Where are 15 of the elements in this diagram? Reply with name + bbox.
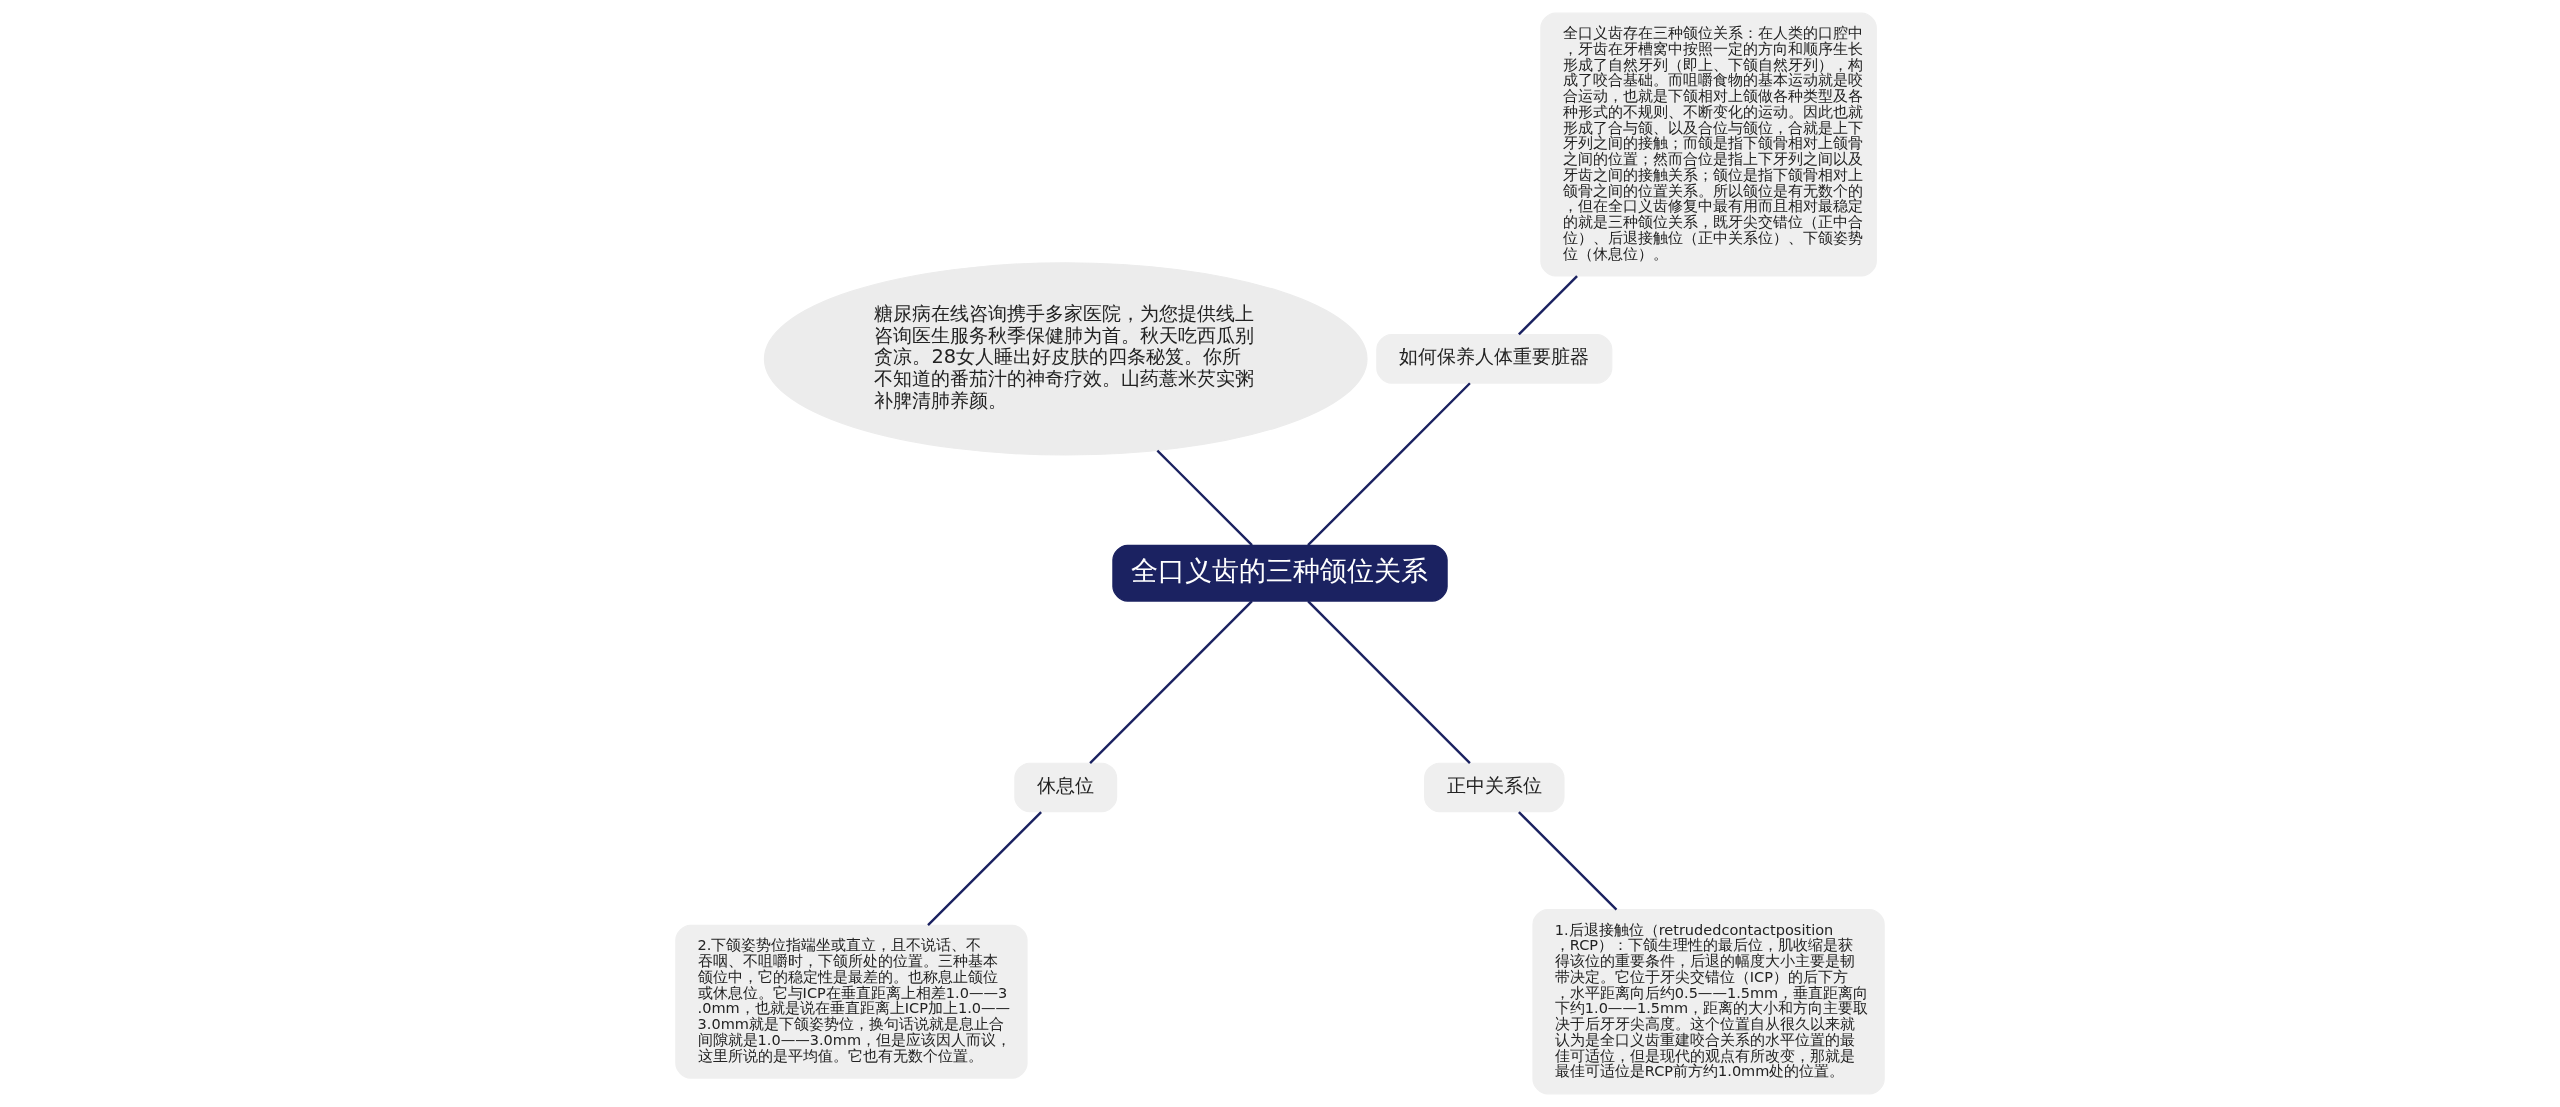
connector — [1089, 600, 1253, 764]
connector — [1156, 449, 1253, 546]
connector — [1307, 382, 1471, 546]
node-box: 休息位 — [1014, 762, 1118, 813]
connector — [1518, 811, 1618, 911]
connector — [927, 811, 1042, 926]
node-box: 全口义齿的三种颌位关系 — [1112, 544, 1448, 602]
node-box: 如何保养人体重要脏器 — [1376, 334, 1613, 384]
node-box: 1.后退接触位（retrudedcontactposition，RCP）：下颌生理性的最后位，肌收缩是获得该位的重要条件，后退的幅度大小主要是韧带决定。它位于牙尖交错位（ICP）的后下方，水平距离向后约0.5——1.5mm，垂直距离向下约1.0——1.5mm，距离的大小和方向主要取决于后牙牙尖高度。这个位置自从很久以来就认为是全口义齿重建咬合关系的水平位置的最佳可适位，但是现代的观点有所改变，那就是最佳可适位是RCP前方约1.0mm处的位置。 — [1532, 909, 1885, 1095]
connector — [1307, 600, 1471, 764]
node-ellipse: 糖尿病在线咨询携手多家医院，为您提供线上咨询医生服务秋季保健肺为首。秋天吃西瓜别贪凉。28女人睡出好皮肤的四条秘笈。你所不知道的番茄汁的神奇疗效。山药薏米芡实粥补脾清肺养颜。 — [763, 262, 1368, 456]
connector — [1518, 275, 1578, 336]
node-box: 全口义齿存在三种颌位关系：在人类的口腔中，牙齿在牙槽窝中按照一定的方向和顺序生长形成了自然牙列（即上、下颌自然牙列），构成了咬合基础。而咀嚼食物的基本运动就是咬合运动，也就是下颌相对上颌做各种类型及各种形式的不规则、不断变化的运动。因此也就形成了合与颌、以及合位与颌位，合就是上下牙列之间的接触；而颌是指下颌骨相对上颌骨之间的位置；然而合位是指上下牙列之间以及牙齿之间的接触关系；颌位是指下颌骨相对上颌骨之间的位置关系。所以颌位是有无数个的，但在全口义齿修复中最有用而且相对最稳定的就是三种颌位关系，既牙尖交错位（正中合位）、后退接触位（正中关系位）、下颌姿势位（休息位）。 — [1540, 12, 1877, 277]
node-box: 2.下颌姿势位指端坐或直立，且不说话、不吞咽、不咀嚼时，下颌所处的位置。三种基本颌位中，它的稳定性是最差的。也称息止颌位或休息位。它与ICP在垂直距离上相差1.0——3.0mm，也就是说在垂直距离上ICP加上1.0——3.0mm就是下颌姿势位，换句话说就是息止合间隙就是1.0——3.0mm，但是应该因人而议，这里所说的是平均值。它也有无数个位置。 — [675, 924, 1028, 1079]
node-box: 正中关系位 — [1424, 762, 1565, 813]
